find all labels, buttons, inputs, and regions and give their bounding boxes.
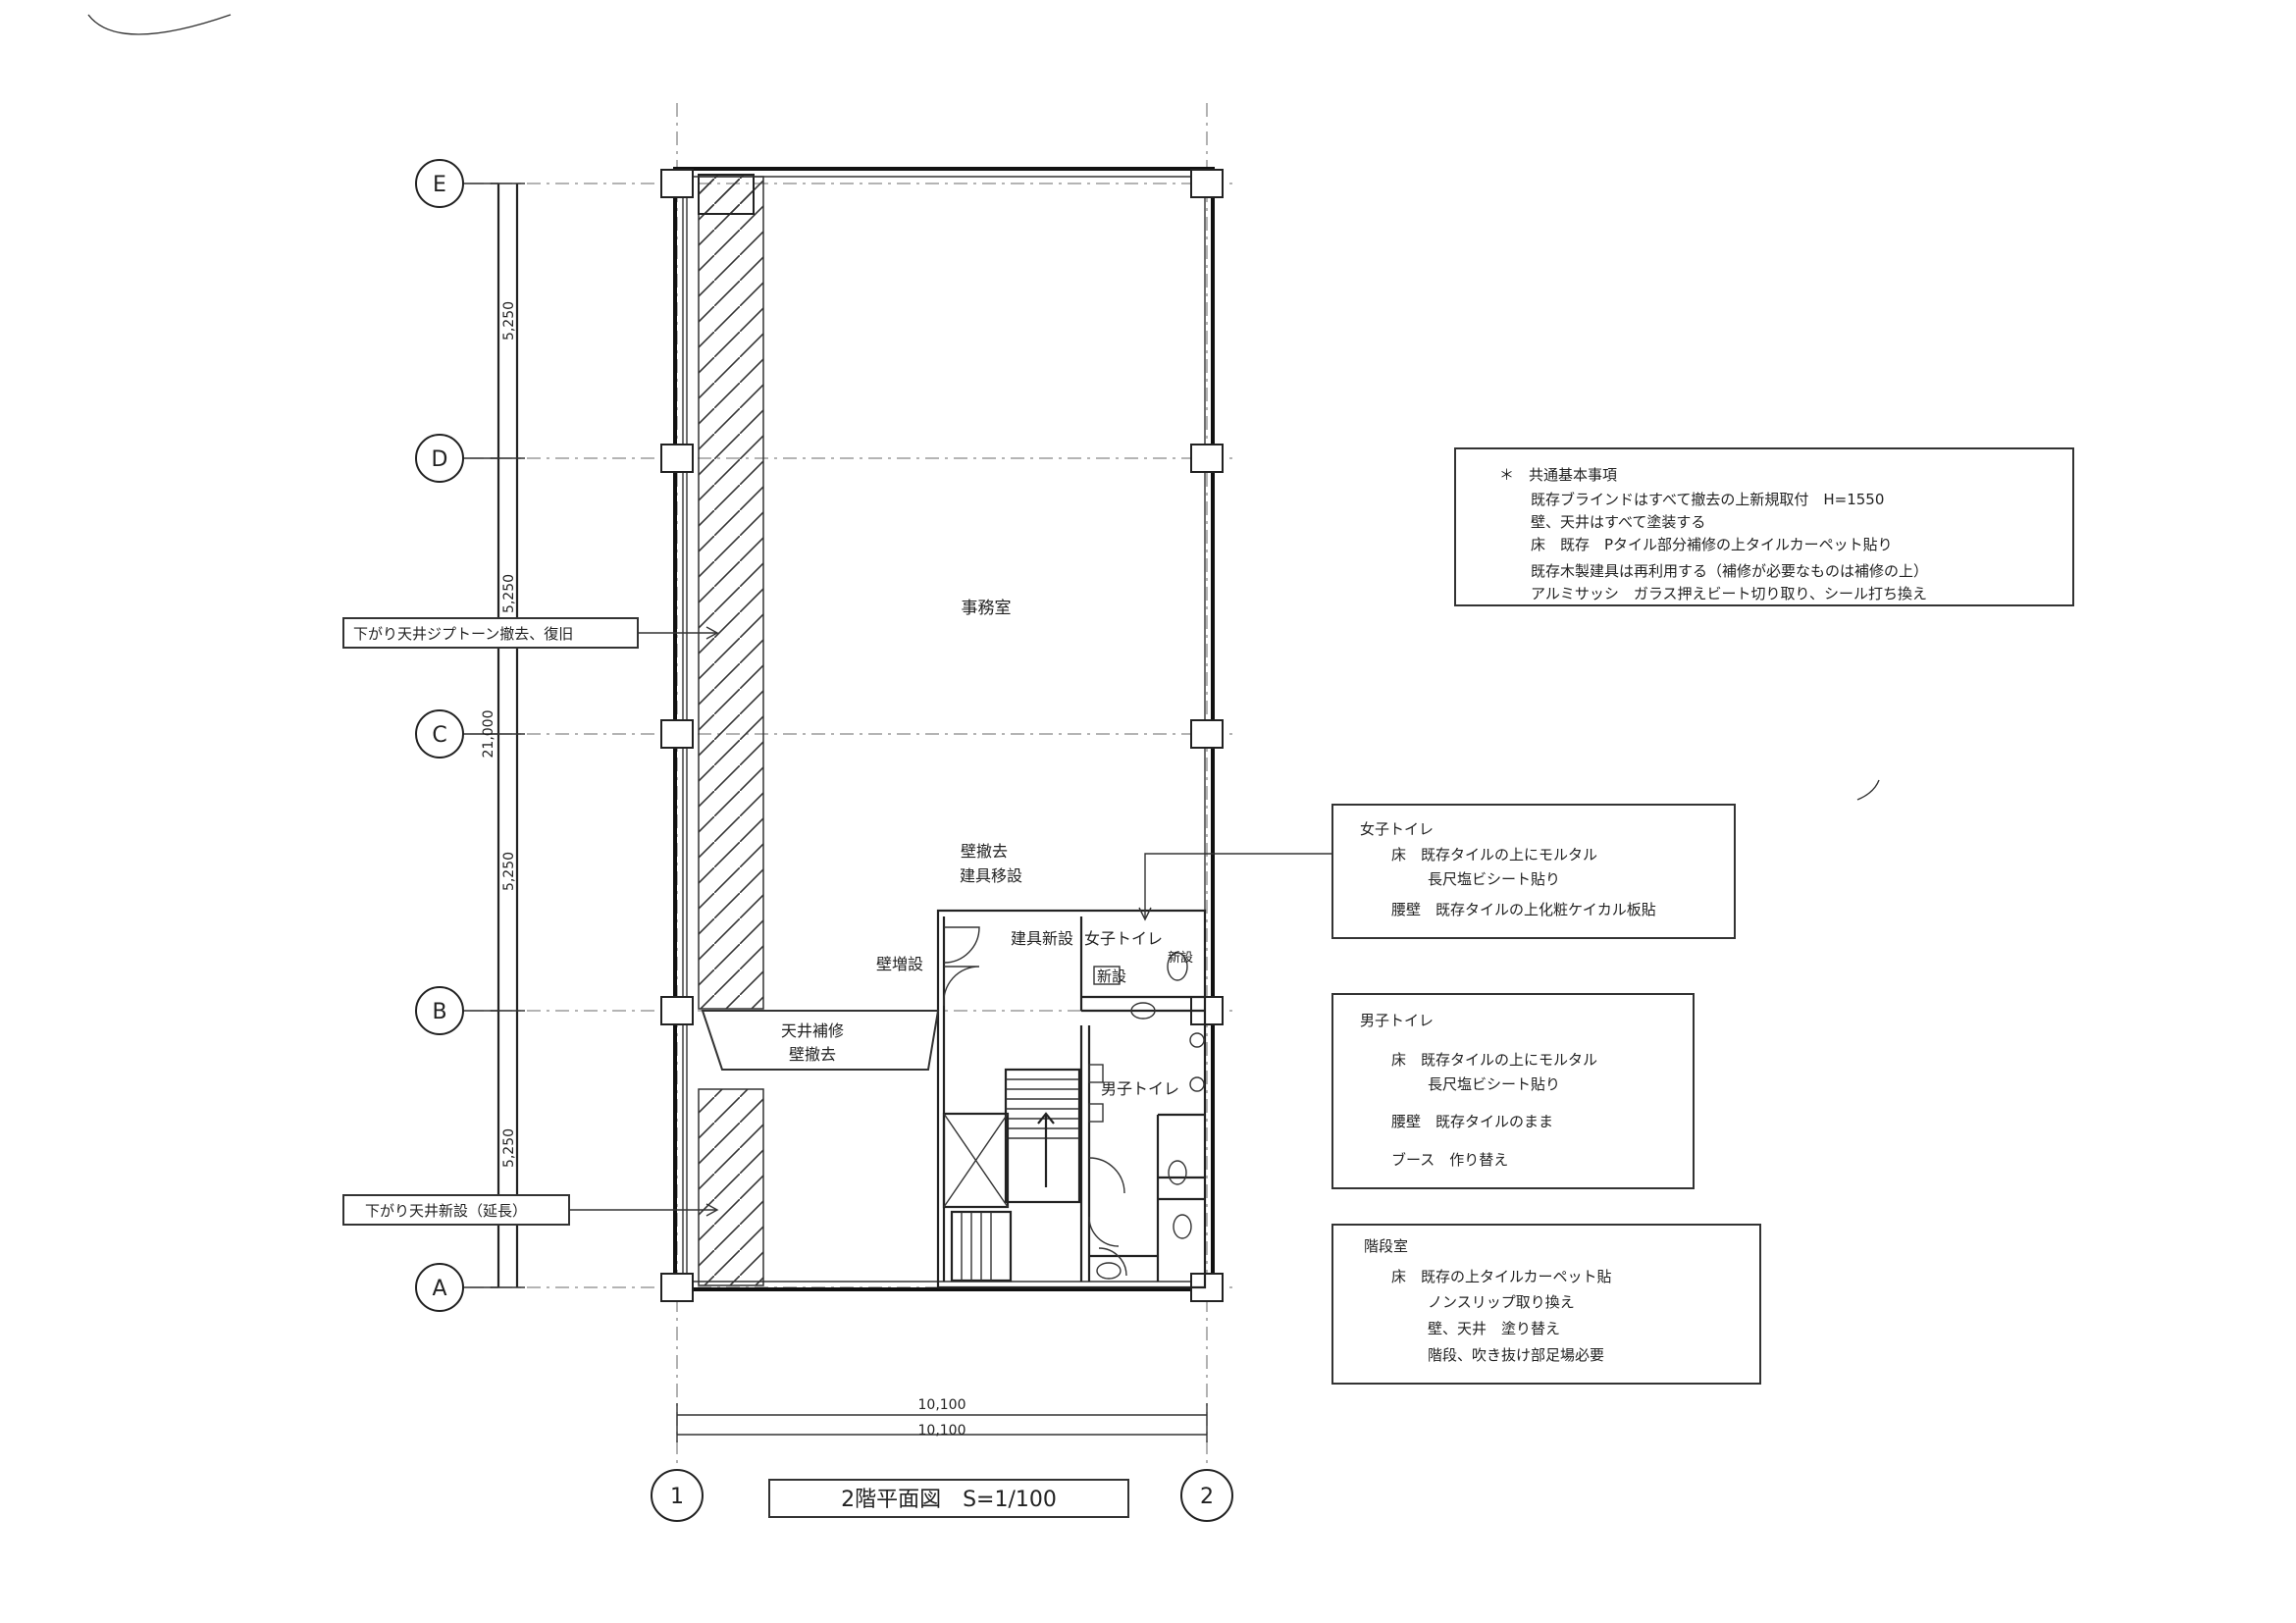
svg-text:既存木製建具は再利用する（補修が必要なものは補修の上）: 既存木製建具は再利用する（補修が必要なものは補修の上） [1531, 562, 1928, 580]
svg-text:階段、吹き抜け部足場必要: 階段、吹き抜け部足場必要 [1428, 1346, 1604, 1364]
stair-notes: 階段室 床 既存の上タイルカーペット貼 ノンスリップ取り換え 壁、天井 塗り替え… [1331, 1224, 1761, 1385]
svg-text:既存ブラインドはすべて撤去の上新規取付 H=1550: 既存ブラインドはすべて撤去の上新規取付 H=1550 [1531, 491, 1884, 508]
common-notes: ＊ 共通基本事項 既存ブラインドはすべて撤去の上新規取付 H=1550 壁、天井… [1454, 447, 2074, 606]
stair [942, 1068, 1081, 1283]
vertical-dimension [463, 183, 525, 1288]
mens-toilet-label: 男子トイレ [1101, 1079, 1179, 1098]
new-short-label: 新設 [1097, 968, 1126, 985]
row-bubble-d: D [415, 434, 464, 483]
row-bubble-b: B [415, 986, 464, 1035]
svg-text:ブース 作り替え: ブース 作り替え [1391, 1151, 1508, 1169]
mens-notes: 男子トイレ 床 既存タイルの上にモルタル 長尺塩ビシート貼り 腰壁 既存タイルの… [1331, 993, 1695, 1189]
svg-text:D: D [432, 447, 448, 472]
dim-total-vertical: 21,000 [481, 710, 496, 759]
svg-text:長尺塩ビシート貼り: 長尺塩ビシート貼り [1428, 870, 1560, 888]
svg-text:下がり天井新設（延長）: 下がり天井新設（延長） [365, 1202, 527, 1220]
row-bubble-c: C [415, 709, 464, 759]
row-bubble-a: A [415, 1263, 464, 1312]
dim-span-2: 5,250 [501, 574, 517, 613]
svg-text:＊ 共通基本事項: ＊ 共通基本事項 [1499, 466, 1617, 484]
col-bubble-2: 2 [1180, 1469, 1233, 1522]
callout-ceiling-removal: 下がり天井ジプトーン撤去、復旧 [342, 617, 719, 649]
svg-text:壁撤去: 壁撤去 [789, 1045, 836, 1064]
office-label: 事務室 [962, 599, 1012, 618]
ceiling-repair-callout: 天井補修 壁撤去 [701, 1010, 940, 1071]
hatched-ceiling-upper [698, 176, 764, 1010]
core-walls [936, 909, 1207, 1289]
svg-text:B: B [432, 1000, 446, 1024]
svg-text:床 既存タイルの上にモルタル: 床 既存タイルの上にモルタル [1391, 846, 1597, 864]
drawing-title: 2階平面図 S=1/100 [841, 1488, 1057, 1512]
dim-span-3: 5,250 [501, 852, 517, 891]
dim-span-4: 5,250 [501, 1128, 517, 1168]
svg-text:長尺塩ビシート貼り: 長尺塩ビシート貼り [1428, 1075, 1560, 1093]
new-fixture-label: 建具新設 [1011, 929, 1073, 948]
dim-total-horizontal: 10,100 [918, 1423, 966, 1439]
svg-text:C: C [432, 723, 446, 748]
wall-removal-label: 壁撤去 [961, 842, 1008, 861]
hatched-ceiling-box [698, 174, 755, 215]
callout-ceiling-extension: 下がり天井新設（延長） [342, 1194, 719, 1226]
col-bubble-1: 1 [651, 1469, 704, 1522]
new-short-label-2: 新設 [1168, 950, 1193, 966]
pencil-mark [87, 14, 232, 35]
womens-leader [1138, 853, 1332, 921]
pencil-tick [1856, 779, 1880, 801]
svg-text:腰壁 既存タイルの上化粧ケイカル板貼: 腰壁 既存タイルの上化粧ケイカル板貼 [1391, 901, 1656, 918]
womens-notes: 女子トイレ 床 既存タイルの上にモルタル 長尺塩ビシート貼り 腰壁 既存タイルの… [1331, 804, 1736, 939]
svg-text:階段室: 階段室 [1364, 1237, 1408, 1255]
svg-text:下がり天井ジプトーン撤去、復旧: 下がり天井ジプトーン撤去、復旧 [353, 625, 573, 643]
svg-text:床 既存の上タイルカーペット貼: 床 既存の上タイルカーペット貼 [1391, 1268, 1612, 1285]
svg-text:1: 1 [670, 1485, 684, 1509]
hatched-ceiling-lower [698, 1088, 764, 1286]
doors [943, 926, 1127, 1277]
womens-toilet-label: 女子トイレ [1084, 929, 1163, 948]
svg-text:女子トイレ: 女子トイレ [1360, 820, 1434, 838]
svg-text:E: E [433, 173, 446, 197]
svg-text:腰壁 既存タイルのまま: 腰壁 既存タイルのまま [1391, 1113, 1553, 1130]
drawing-title-box: 2階平面図 S=1/100 [768, 1479, 1129, 1518]
svg-text:2: 2 [1200, 1485, 1214, 1509]
wall-extension-label: 壁増設 [876, 955, 923, 973]
dim-span-1: 5,250 [501, 301, 517, 340]
svg-text:天井補修: 天井補修 [781, 1021, 844, 1040]
svg-text:ノンスリップ取り換え: ノンスリップ取り換え [1428, 1293, 1575, 1311]
svg-text:床 既存 Pタイル部分補修の上タイルカーペット貼り: 床 既存 Pタイル部分補修の上タイルカーペット貼り [1531, 536, 1893, 553]
fixture-relocation-label: 建具移設 [960, 866, 1022, 885]
svg-text:床 既存タイルの上にモルタル: 床 既存タイルの上にモルタル [1391, 1051, 1597, 1069]
horizontal-dimension: 10,100 10,100 [676, 1397, 1208, 1442]
svg-text:壁、天井はすべて塗装する: 壁、天井はすべて塗装する [1531, 513, 1705, 531]
svg-text:男子トイレ: 男子トイレ [1360, 1012, 1434, 1029]
svg-text:A: A [432, 1277, 446, 1301]
toilet-fixtures [1088, 952, 1205, 1280]
svg-text:アルミサッシ ガラス押えビート切り取り、シール打ち換え: アルミサッシ ガラス押えビート切り取り、シール打ち換え [1531, 585, 1927, 602]
dim-span-horizontal: 10,100 [918, 1397, 966, 1413]
grid-lines [442, 103, 1236, 1467]
svg-text:壁、天井 塗り替え: 壁、天井 塗り替え [1428, 1320, 1560, 1337]
row-bubble-e: E [415, 159, 464, 208]
